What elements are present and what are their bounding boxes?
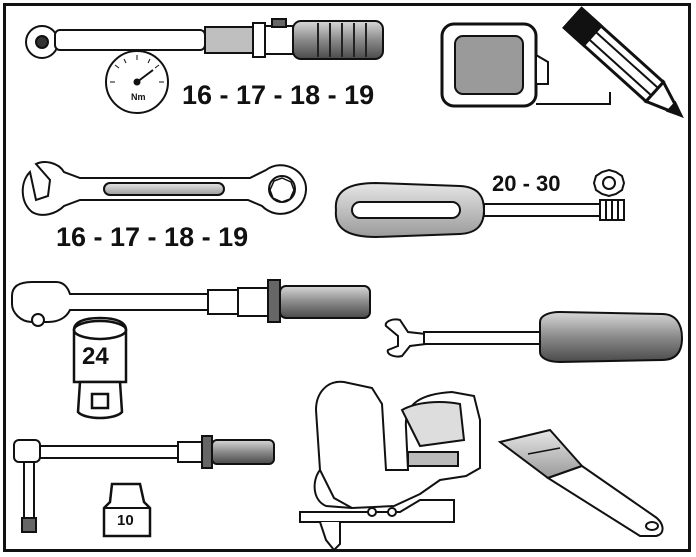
wrench-sizes-label: 16 - 17 - 18 - 19 bbox=[56, 222, 249, 252]
gauge-unit-label: Nm bbox=[131, 92, 146, 102]
torque-wrench-icon bbox=[25, 18, 384, 60]
gauge-icon bbox=[105, 50, 169, 114]
torque-sizes-label: 16 - 17 - 18 - 19 bbox=[182, 80, 375, 110]
trim-tool-icon bbox=[384, 310, 684, 364]
pencil-icon bbox=[562, 6, 684, 119]
hex-key-wrench-icon bbox=[13, 435, 275, 533]
tape-measure-icon bbox=[440, 22, 611, 108]
bit-10-icon bbox=[102, 482, 152, 538]
bit-size-label: 10 bbox=[117, 512, 134, 529]
torx-sizes-label: 20 - 30 bbox=[492, 171, 561, 196]
jigsaw-icon bbox=[299, 380, 481, 552]
socket-size-label: 24 bbox=[82, 343, 109, 370]
ratchet-wrench-icon bbox=[11, 279, 371, 327]
outer-frame bbox=[3, 3, 691, 552]
combination-wrench-icon bbox=[21, 161, 308, 216]
screwdriver-torx-icon bbox=[334, 168, 626, 239]
scraper-icon bbox=[497, 428, 664, 537]
socket-24-icon bbox=[72, 316, 128, 420]
